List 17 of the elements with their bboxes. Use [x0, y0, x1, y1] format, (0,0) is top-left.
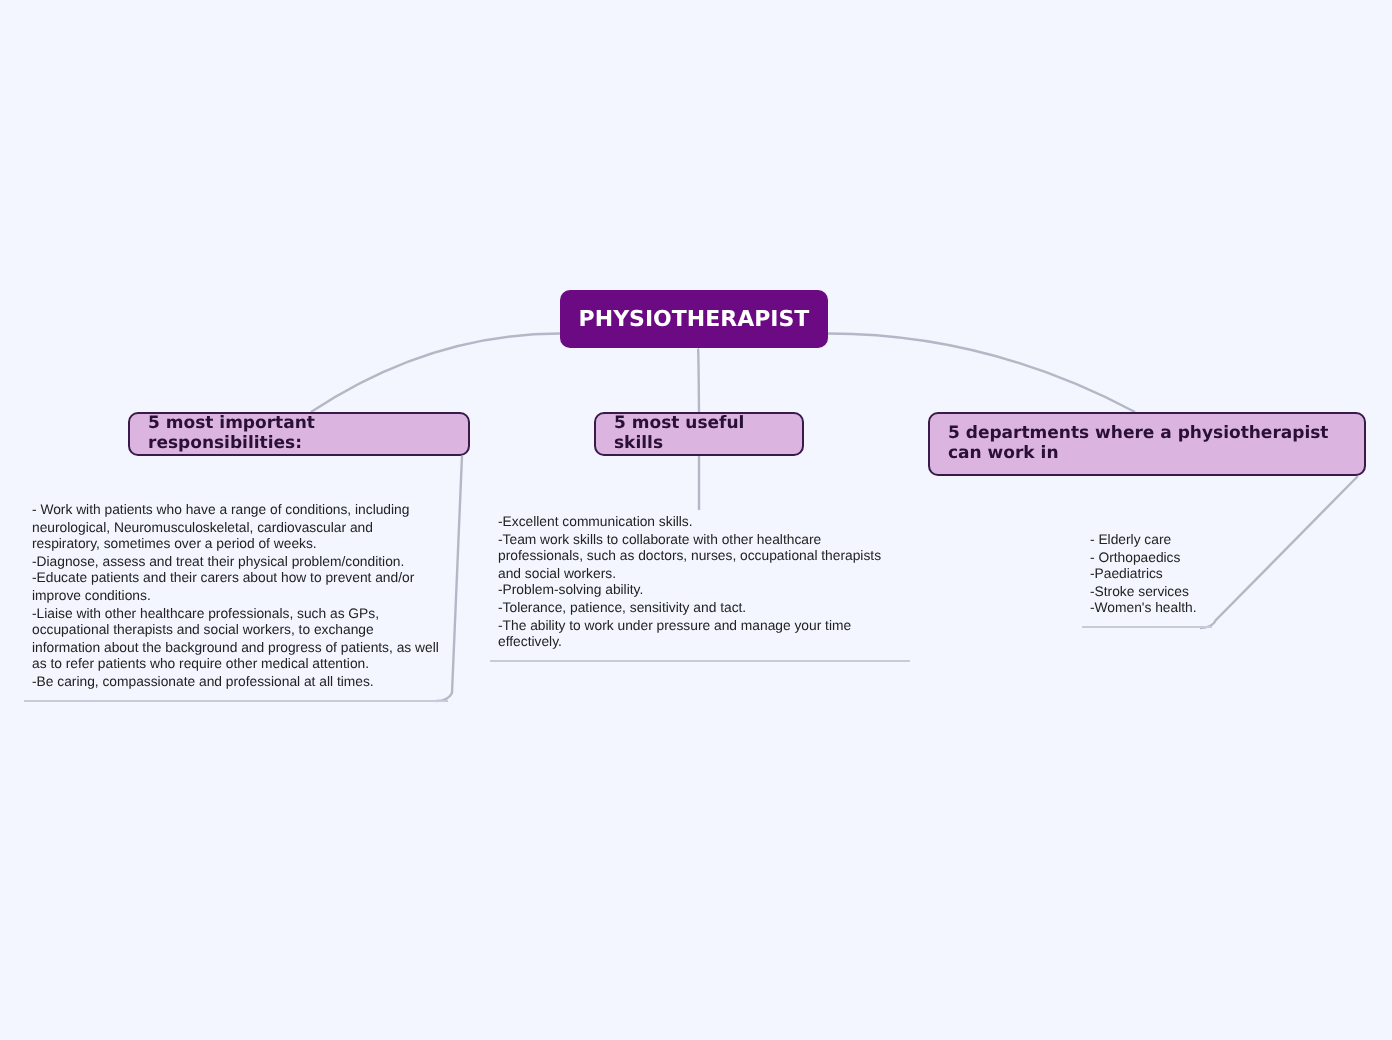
topic-label: 5 most important responsibilities: — [148, 414, 317, 454]
connector-line — [435, 455, 464, 703]
topic-label: 5 most useful skills — [614, 414, 747, 454]
connector-line — [310, 332, 561, 413]
connector-line — [1199, 475, 1359, 630]
note-text-block — [24, 504, 448, 702]
connector-line — [827, 332, 1136, 414]
connector-line — [697, 456, 701, 510]
topic-label: 5 departments where a physiotherapist can work in — [948, 424, 1331, 464]
branch-topic — [594, 412, 804, 456]
topic-label: PHYSIOTHERAPIST — [578, 306, 810, 332]
note-text-block — [490, 516, 910, 662]
central-topic — [560, 290, 828, 348]
branch-topic — [928, 412, 1366, 476]
branch-topic — [128, 412, 470, 456]
note-text-block — [1082, 534, 1212, 628]
connector-line — [696, 347, 701, 412]
